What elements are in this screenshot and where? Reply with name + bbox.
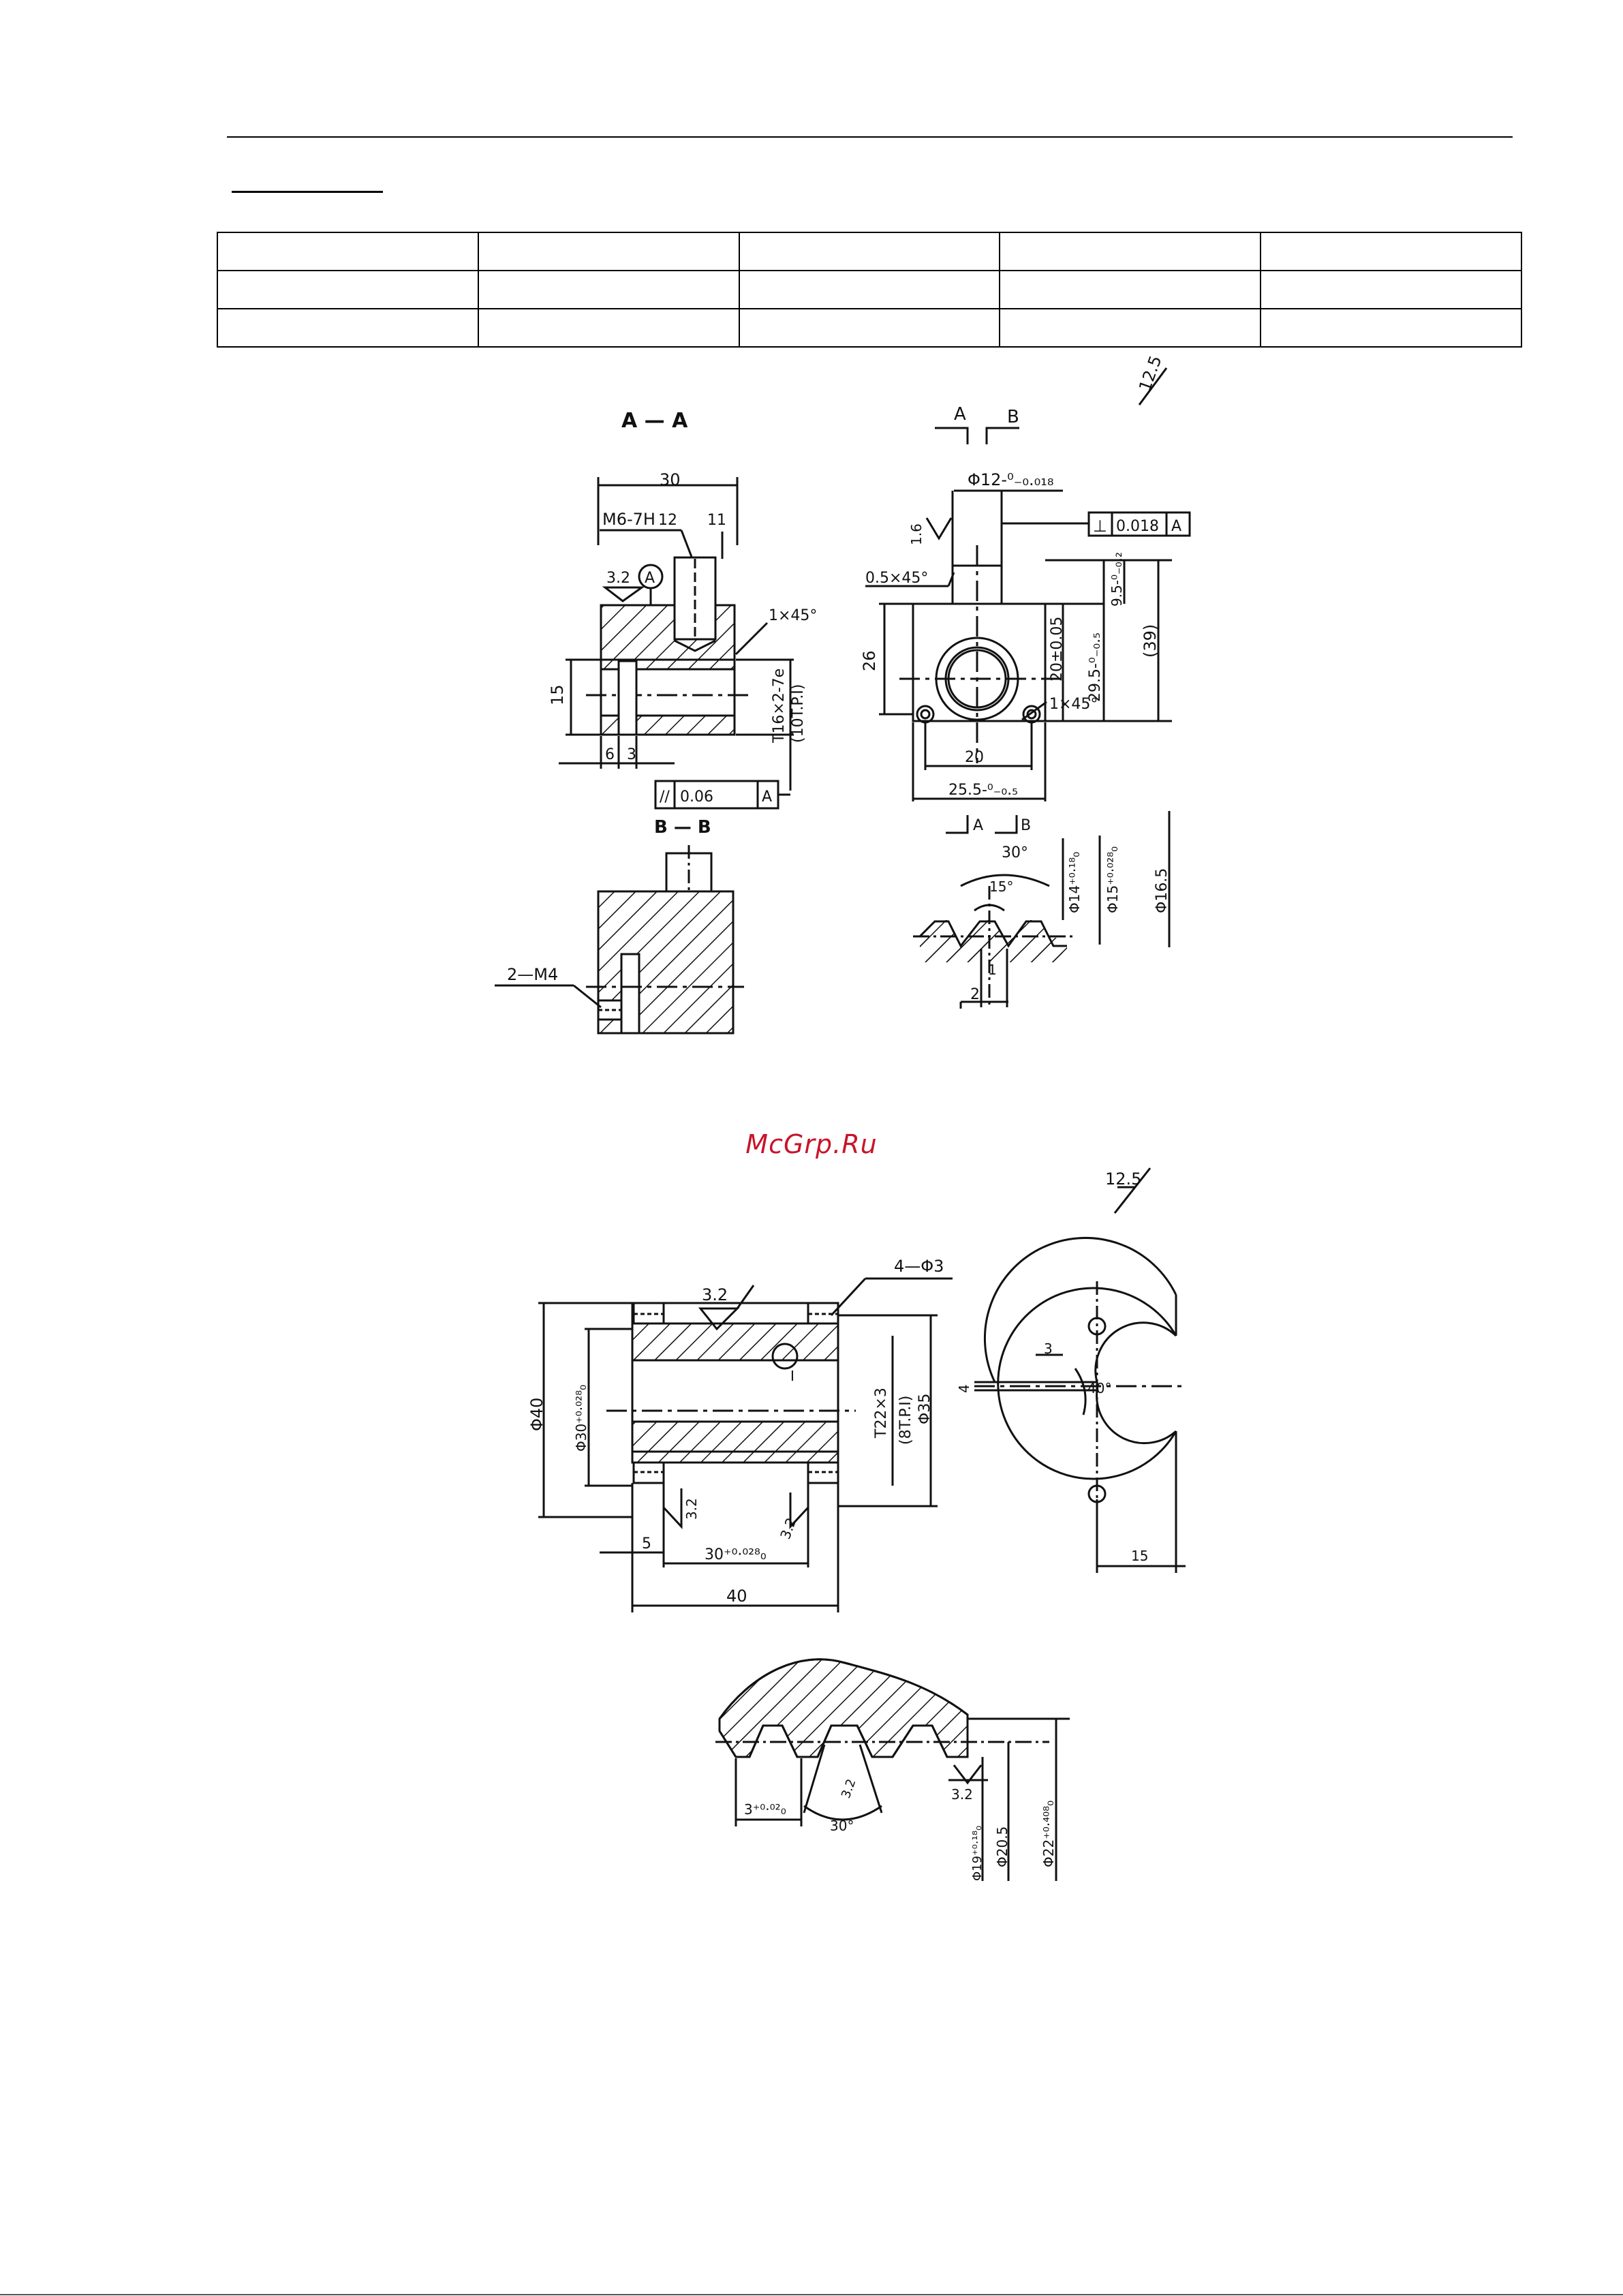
svg-text:0.06: 0.06 [680,789,713,806]
roughness-symbol-2: 12.5 [1105,1167,1151,1214]
section-aa-label: A — A [621,409,688,433]
svg-text:25.5-⁰₋₀.₅: 25.5-⁰₋₀.₅ [948,782,1018,799]
svg-text:4—Φ3: 4—Φ3 [894,1257,944,1276]
svg-text:T22×3: T22×3 [873,1388,890,1439]
svg-text:Φ19⁺⁰·¹⁸₀: Φ19⁺⁰·¹⁸₀ [970,1826,985,1881]
svg-text:3⁺⁰·⁰²₀: 3⁺⁰·⁰²₀ [744,1801,786,1818]
roughness-symbol: 12.5 [1135,353,1168,405]
drawing-2: 12.5 4—Φ3 3.2 [527,1167,1186,1881]
section-a-marker: A [954,404,966,425]
svg-text:3: 3 [627,746,636,763]
drawing-1: 12.5 A — A A B 30 M6-7H 12 11 3.2 A [495,353,1191,1035]
section-bb-view: B — B 2—M4 [495,817,744,1035]
section-b-marker: B [1007,407,1019,427]
spec-table [217,232,1522,348]
svg-text:A: A [973,817,983,834]
svg-text:I: I [790,1368,794,1384]
title-underline [232,191,383,193]
svg-text:29.5-⁰₋₀.₅: 29.5-⁰₋₀.₅ [1087,632,1104,702]
svg-text:(8T.P.I): (8T.P.I) [897,1396,914,1445]
svg-text:M6-7H: M6-7H [602,510,655,529]
watermark: McGrp.Ru [745,1129,878,1159]
svg-text:3: 3 [1044,1341,1053,1357]
svg-text:A: A [762,789,772,806]
svg-text:T16×2-7e: T16×2-7e [771,669,788,744]
svg-text:Φ20.5: Φ20.5 [994,1826,1010,1867]
svg-text:3.2: 3.2 [702,1285,728,1304]
svg-text:B: B [1021,817,1031,834]
section-aa-view: 30 M6-7H 12 11 3.2 A [548,470,817,810]
svg-text:2—M4: 2—M4 [507,965,558,984]
thread-profile-1: 30° 15° 1 2 Φ14⁺⁰·¹⁸₀ Φ15⁺⁰·⁰²⁸₀ Φ16.5 [913,811,1171,1009]
svg-text:26: 26 [860,650,879,671]
svg-text:⊥: ⊥ [1093,517,1107,536]
svg-text:20±0.05: 20±0.05 [1049,617,1066,682]
svg-text:20: 20 [965,749,984,766]
nut-end-view: 3 40° 4 15 [956,1236,1186,1573]
svg-text:12: 12 [658,512,677,529]
svg-text:0.018: 0.018 [1116,518,1159,535]
svg-text:0.5×45°: 0.5×45° [865,570,928,587]
svg-text:A: A [645,570,655,587]
svg-text:3.2: 3.2 [606,570,630,587]
svg-text:A: A [1171,518,1181,535]
nut-section-view: 4—Φ3 3.2 I [527,1257,953,1612]
svg-text:5: 5 [642,1535,651,1552]
svg-text://: // [660,789,670,806]
svg-text:Φ35: Φ35 [916,1394,933,1424]
svg-text:Φ15⁺⁰·⁰²⁸₀: Φ15⁺⁰·⁰²⁸₀ [1104,846,1121,913]
front-view: Φ12-⁰₋₀.₀₁₈ ⊥ 0.018 A 1.6 0.5×45° [860,470,1191,834]
svg-text:30: 30 [660,470,681,489]
table-row [217,232,1522,271]
header-rule [227,136,1513,138]
svg-text:1.6: 1.6 [908,523,925,545]
svg-text:1: 1 [988,962,997,978]
svg-text:Φ40: Φ40 [527,1398,546,1431]
svg-text:15: 15 [548,684,567,705]
svg-text:30°: 30° [1002,844,1028,861]
svg-text:3.2: 3.2 [683,1498,700,1520]
svg-text:40°: 40° [1087,1380,1111,1396]
svg-text:2: 2 [970,986,980,1003]
svg-text:40: 40 [726,1587,747,1606]
svg-text:15: 15 [1131,1548,1148,1564]
detail-i-thread: 3⁺⁰·⁰²₀ 30° 3.2 3.2 Φ19⁺⁰·¹⁸₀ Φ20.5 Φ22⁺… [715,1658,1070,1881]
svg-text:(10T.P.I): (10T.P.I) [790,684,807,743]
svg-text:(39): (39) [1141,624,1160,658]
svg-text:Φ16.5: Φ16.5 [1154,868,1171,913]
svg-text:1×45°: 1×45° [769,607,817,624]
svg-text:3.2: 3.2 [951,1786,973,1803]
svg-text:Φ30⁺⁰·⁰²⁸₀: Φ30⁺⁰·⁰²⁸₀ [573,1385,589,1452]
svg-text:30°: 30° [830,1818,854,1834]
svg-text:15°: 15° [989,878,1013,895]
svg-text:6: 6 [605,746,615,763]
footer-rule [0,2294,1623,2295]
svg-text:3.2: 3.2 [839,1777,859,1801]
svg-text:4: 4 [956,1384,972,1393]
table-row [217,308,1522,348]
svg-text:Φ12-⁰₋₀.₀₁₈: Φ12-⁰₋₀.₀₁₈ [968,470,1054,489]
svg-text:11: 11 [707,512,726,529]
svg-text:9.5-⁰₋₀.₂: 9.5-⁰₋₀.₂ [1109,552,1125,607]
svg-text:30⁺⁰·⁰²⁸₀: 30⁺⁰·⁰²⁸₀ [705,1546,767,1563]
svg-text:12.5: 12.5 [1135,353,1166,394]
svg-text:1×45°: 1×45° [1049,696,1098,713]
svg-text:Φ14⁺⁰·¹⁸₀: Φ14⁺⁰·¹⁸₀ [1066,852,1083,913]
table-row [217,270,1522,309]
svg-text:Φ22⁺⁰·⁴⁰⁸₀: Φ22⁺⁰·⁴⁰⁸₀ [1040,1801,1057,1867]
svg-text:B — B: B — B [654,817,711,838]
